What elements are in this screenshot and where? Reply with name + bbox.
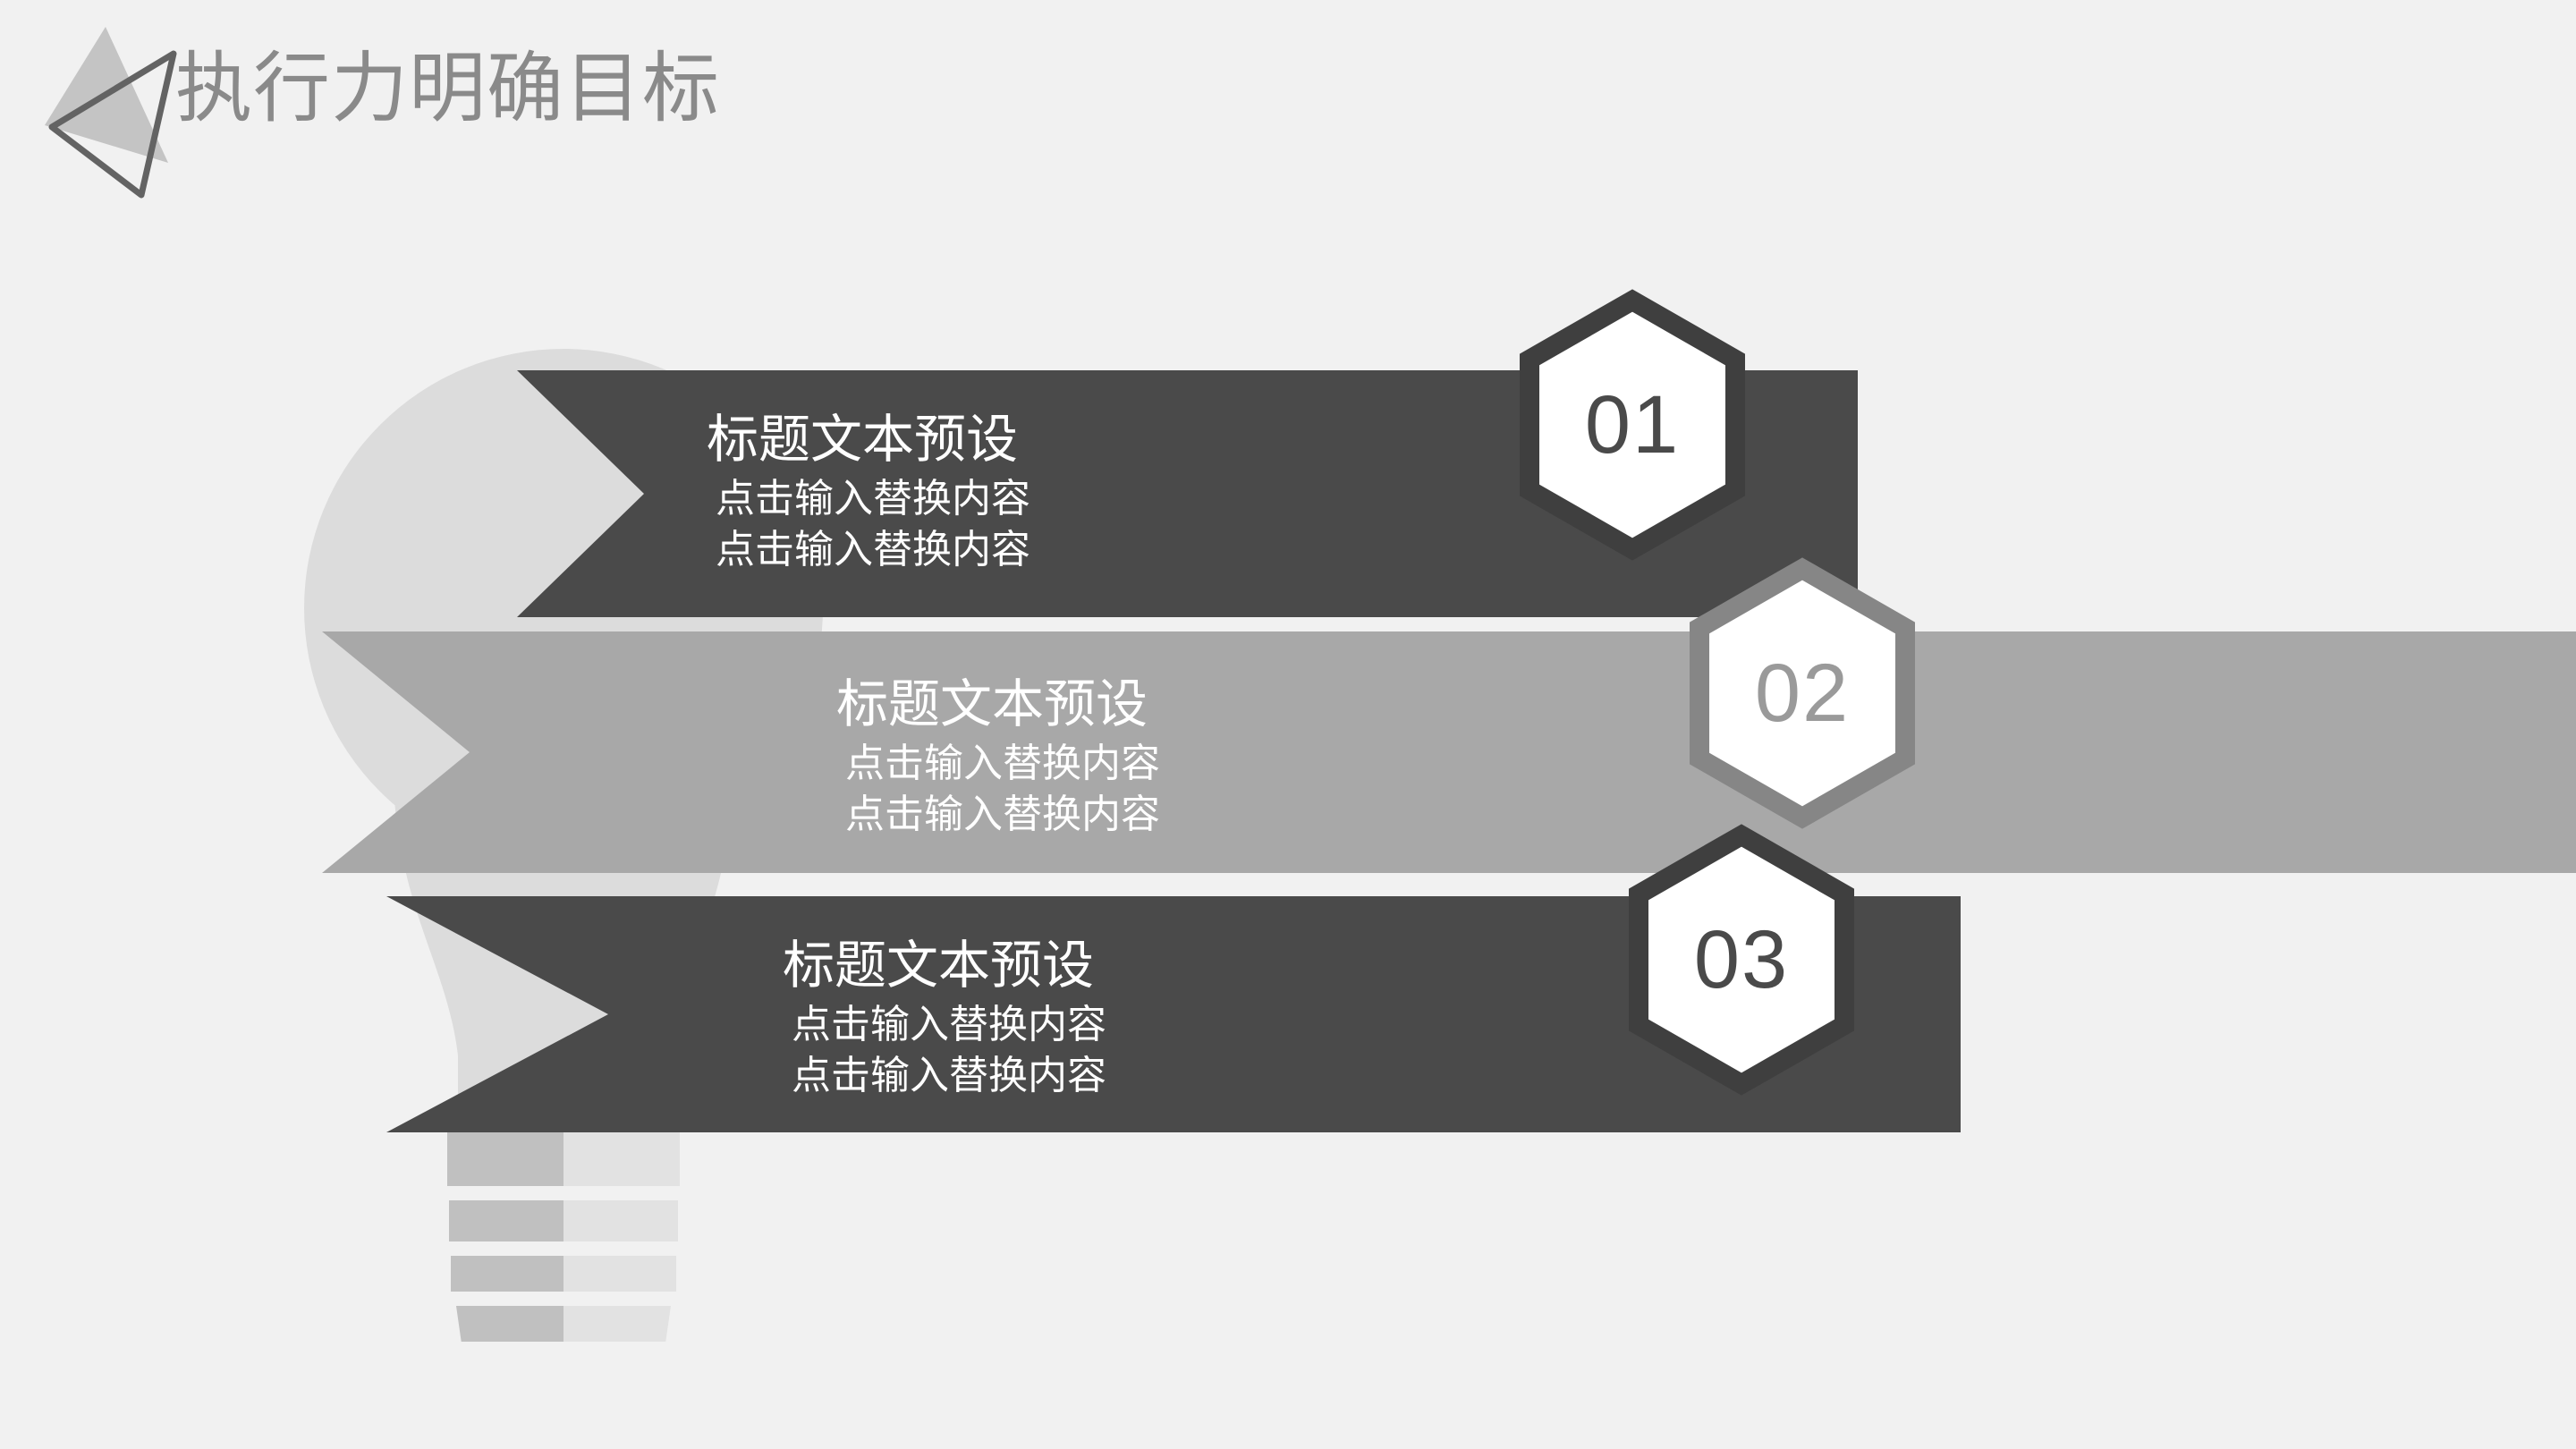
triangle-logo-icon	[36, 20, 179, 199]
step-badge-02[interactable]: 02	[1690, 557, 1915, 829]
page-title: 执行力明确目标	[175, 46, 720, 131]
step-badge-01[interactable]: 01	[1520, 289, 1745, 561]
content-band-3[interactable]	[367, 886, 1977, 1154]
step-badge-03[interactable]: 03	[1629, 824, 1854, 1096]
step-badge-01-number: 01	[1584, 378, 1681, 470]
slide-header: 执行力明确目标	[0, 0, 2576, 206]
step-badge-02-number: 02	[1754, 647, 1851, 739]
content-band-2[interactable]	[304, 621, 2576, 889]
step-badge-03-number: 03	[1693, 913, 1790, 1005]
